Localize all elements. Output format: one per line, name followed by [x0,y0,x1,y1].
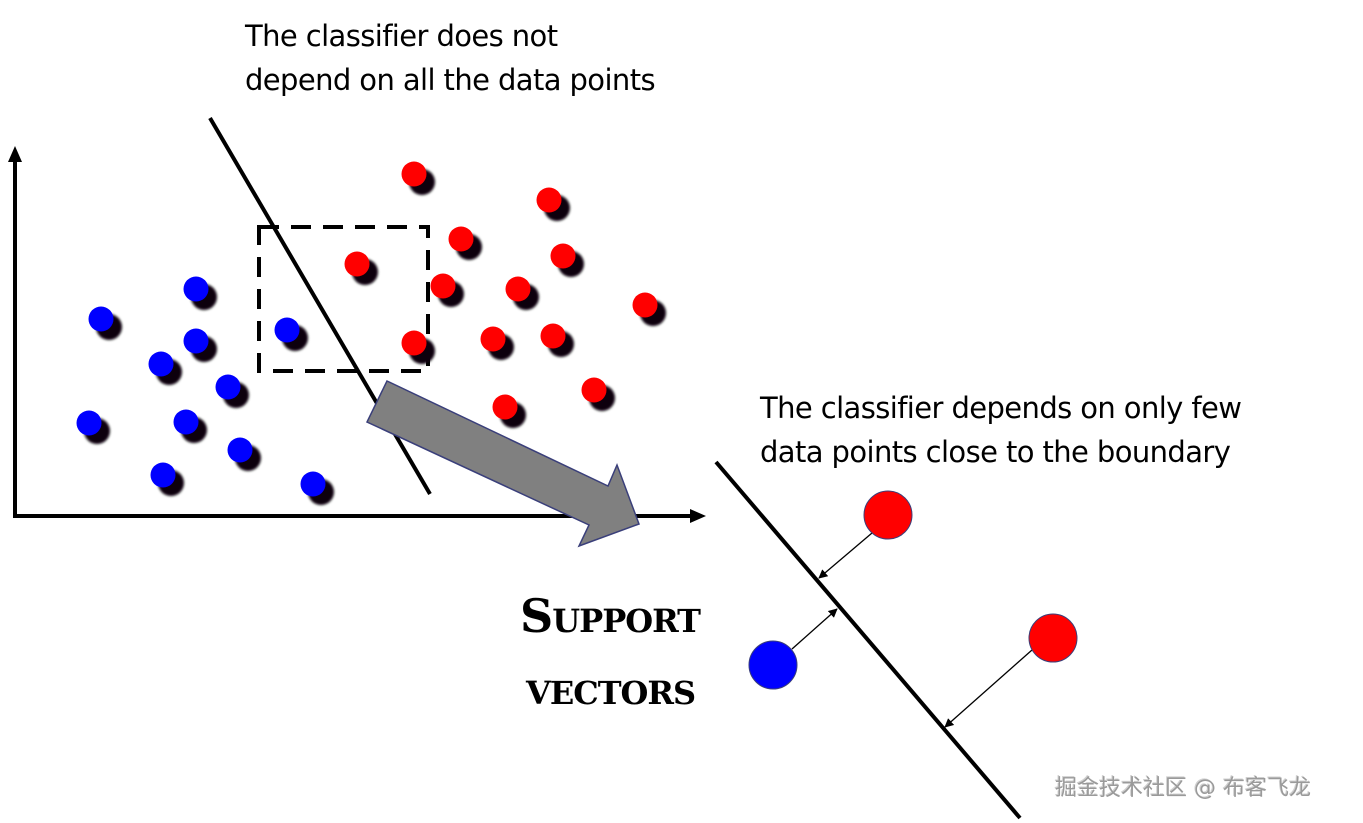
scatter-points [76,161,666,505]
data-point-blue [300,471,334,505]
point-marker [215,374,241,400]
data-point-red [550,243,584,277]
point-marker [401,330,427,356]
point-marker [344,251,370,277]
point-marker [401,161,427,187]
zoomed-boundary-line [714,460,1022,820]
point-marker [300,471,326,497]
point-marker [550,243,576,269]
data-point-red [480,326,514,360]
data-point-red [430,273,464,307]
point-marker [505,276,531,302]
caption-top-line2: depend on all the data points [245,63,656,97]
y-axis-arrowhead [8,146,22,162]
point-marker [150,462,176,488]
support-vector-red-2 [1028,613,1078,663]
data-point-blue [215,374,249,408]
data-point-red [492,394,526,428]
point-marker [480,326,506,352]
point-marker [183,276,209,302]
dashed-focus-box [257,225,430,373]
data-point-blue [183,328,217,362]
point-marker [274,317,300,343]
point-marker [448,226,474,252]
point-marker [581,377,607,403]
support-vectors-label: Support vectors [520,580,701,724]
caption-right: The classifier depends on only few data … [760,386,1242,474]
margin-arrow-2 [791,608,838,650]
caption-top: The classifier does not depend on all th… [245,14,656,102]
data-point-blue [227,437,261,471]
support-vector-red-1 [863,490,913,540]
data-point-red [632,292,666,326]
zoomed-view [714,460,1078,820]
data-point-blue [183,276,217,310]
support-vectors-label-line1: Support [520,589,701,643]
data-point-blue [150,462,184,496]
data-point-blue [148,351,182,385]
data-point-red [401,330,435,364]
zoom-arrow [365,380,640,548]
data-point-red [401,161,435,195]
point-marker [88,306,114,332]
data-point-blue [274,317,308,351]
caption-top-line1: The classifier does not [245,19,558,53]
point-marker [492,394,518,420]
watermark: 掘金技术社区 @ 布客飞龙 [1055,776,1311,801]
point-marker [632,292,658,318]
point-marker [536,187,562,213]
data-point-blue [88,306,122,340]
support-vector-blue [748,640,798,690]
data-point-red [344,251,378,285]
support-vectors-label-line2: vectors [526,661,696,715]
x-axis-arrowhead [690,509,706,523]
point-marker [173,409,199,435]
point-marker [183,328,209,354]
data-point-red [581,377,615,411]
data-point-red [448,226,482,260]
margin-arrow-1 [818,532,873,579]
data-point-blue [173,409,207,443]
data-point-blue [76,410,110,444]
point-marker [148,351,174,377]
data-point-red [505,276,539,310]
decision-boundary-line [208,116,432,496]
margin-arrow-3 [944,649,1033,728]
data-point-red [540,323,574,357]
caption-right-line2: data points close to the boundary [760,435,1231,469]
point-marker [76,410,102,436]
point-marker [227,437,253,463]
caption-right-line1: The classifier depends on only few [760,391,1242,425]
data-point-red [536,187,570,221]
point-marker [430,273,456,299]
point-marker [540,323,566,349]
